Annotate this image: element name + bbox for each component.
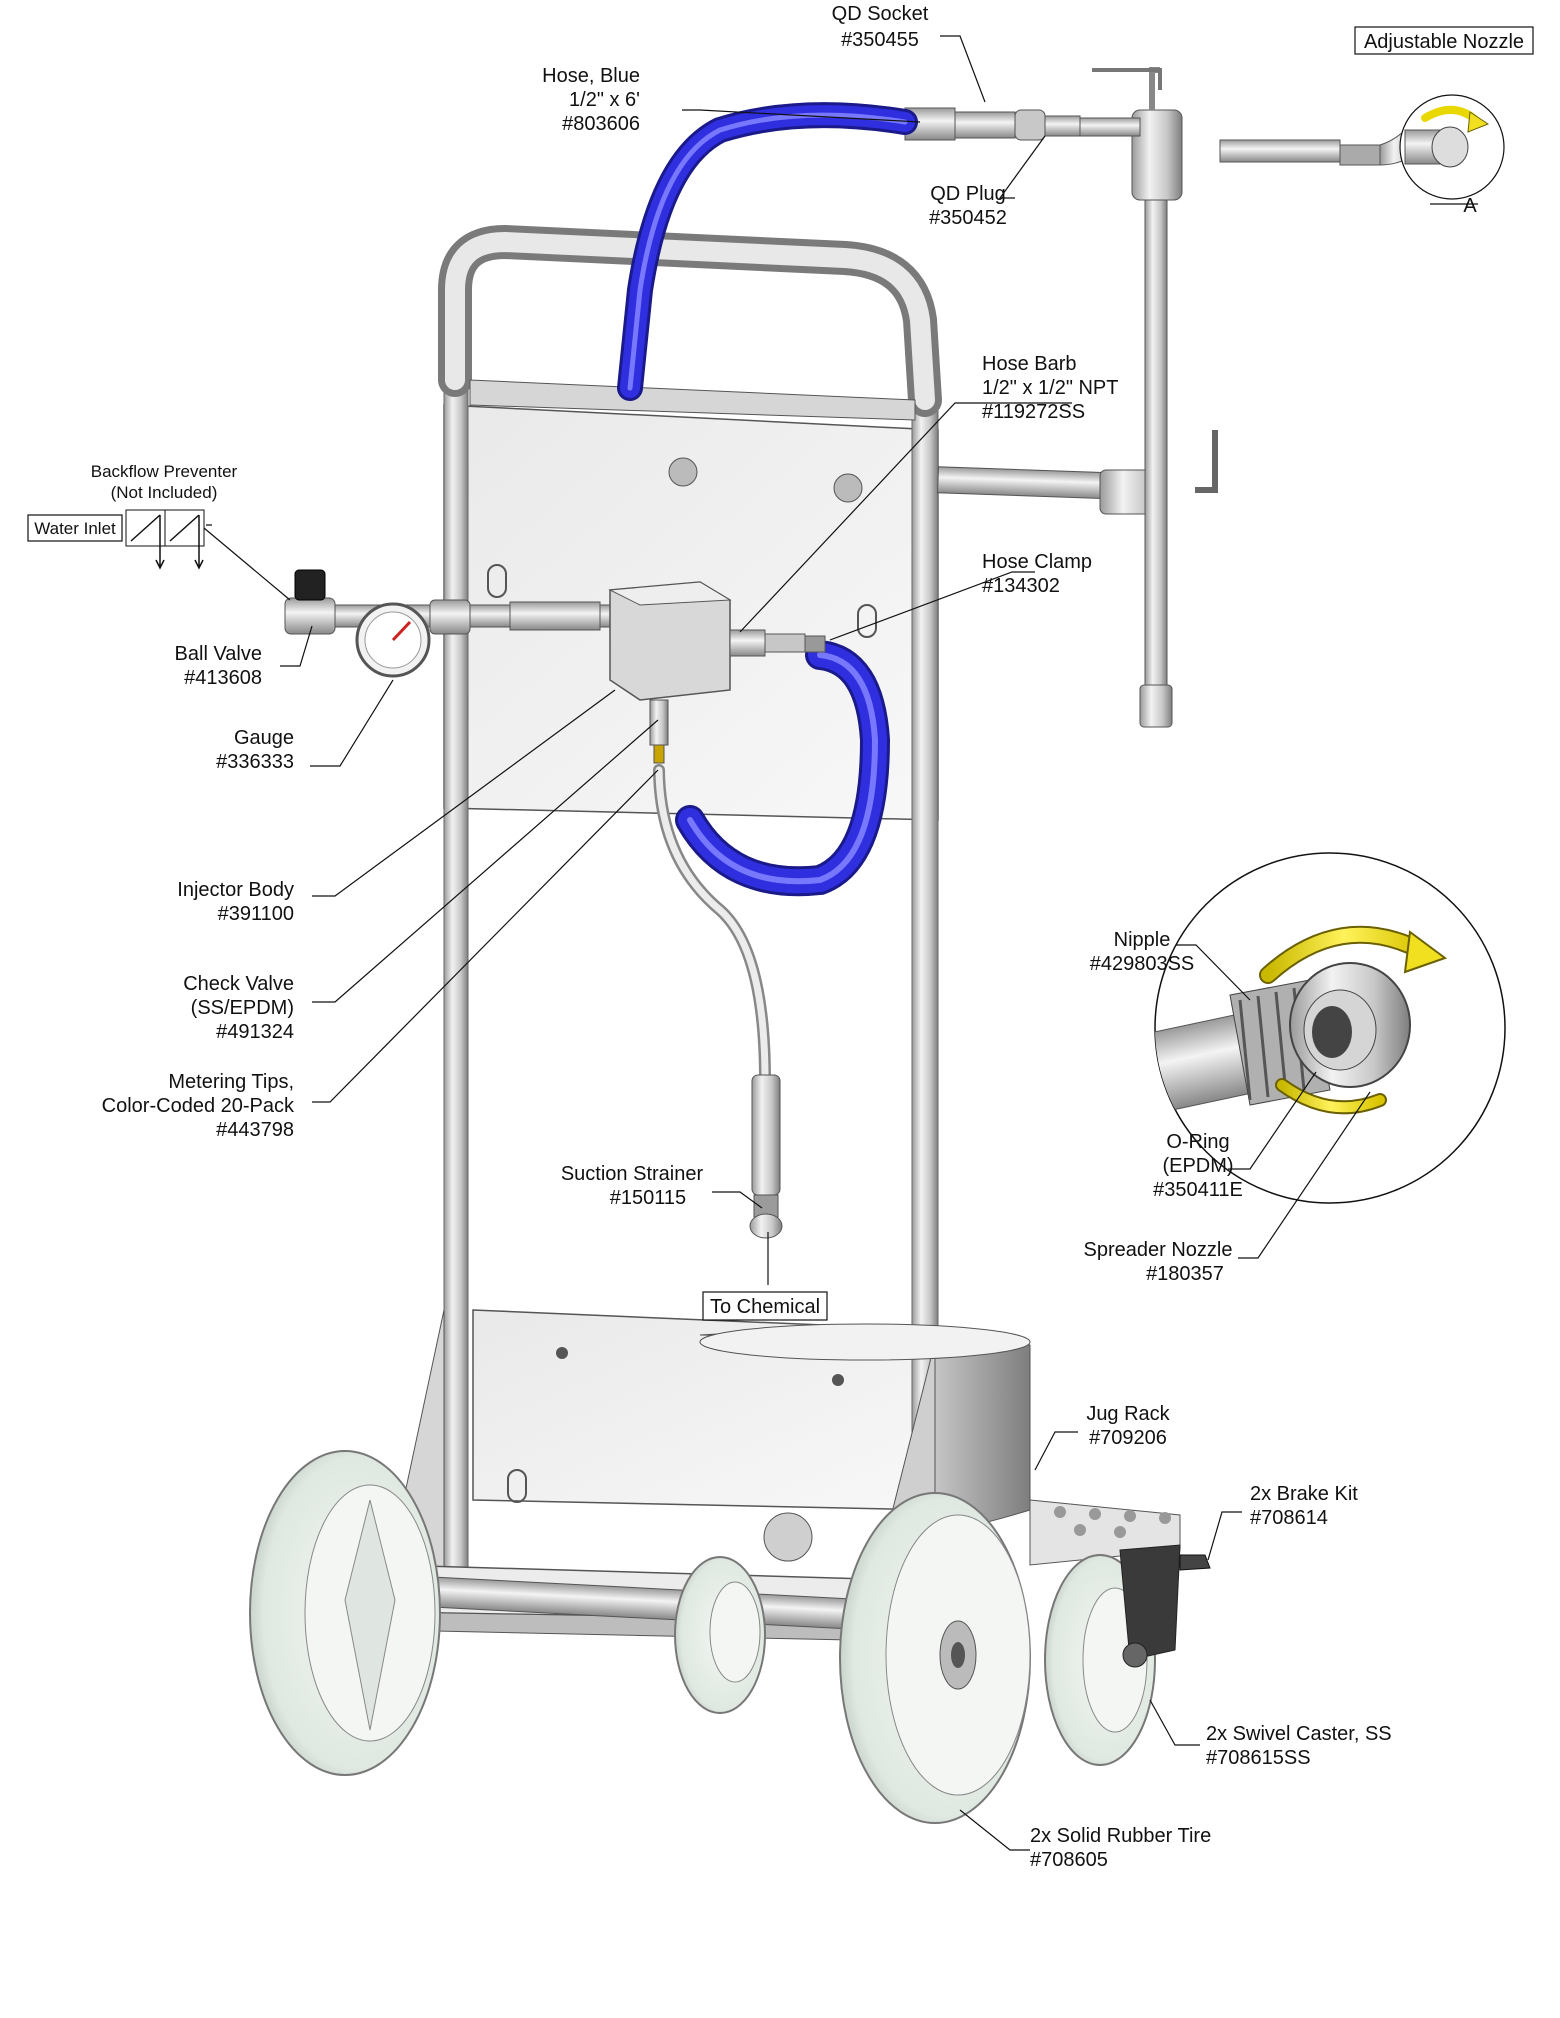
detail-a-circle	[1399, 94, 1505, 205]
rear-inner-wheel	[674, 1556, 766, 1714]
backflow-symbol	[125, 509, 205, 570]
hose-barb-label: Hose Barb	[982, 353, 1077, 375]
to-chemical-box	[702, 1291, 828, 1321]
hose-clamp-label: Hose Clamp	[982, 551, 1092, 573]
water-inlet-box	[27, 514, 123, 542]
metering-tips-line2: Color-Coded 20-Pack	[102, 1095, 295, 1117]
injector-body-label: Injector Body	[177, 879, 294, 901]
swivel-caster	[1044, 1544, 1211, 1766]
gauge-label: Gauge	[234, 727, 294, 749]
check-valve-line1: Check Valve	[183, 973, 294, 995]
backflow-line2: (Not Included)	[111, 483, 218, 502]
rubber-tire-label: 2x Solid Rubber Tire	[1030, 1825, 1211, 1847]
swivel-caster-part: #708615SS	[1206, 1747, 1311, 1769]
nozzle-mount	[937, 67, 1443, 728]
spreader-nozzle-part: #180357	[1146, 1263, 1224, 1285]
backflow-line1: Backflow Preventer	[91, 462, 238, 481]
water-inlet-label: Water Inlet	[34, 519, 116, 538]
nipple-label: Nipple	[1114, 929, 1171, 951]
jug-rack	[699, 1323, 1181, 1566]
o-ring-part: #350411E	[1153, 1179, 1243, 1201]
check-valve-part: #491324	[216, 1021, 294, 1043]
leader-lines	[203, 35, 1371, 1851]
swivel-caster-label: 2x Swivel Caster, SS	[1206, 1723, 1392, 1745]
labels: QD Socket #350455 Adjustable Nozzle Hose…	[27, 3, 1534, 1871]
qd-socket-part: #350455	[841, 29, 919, 51]
hose-barb-part: #119272SS	[982, 401, 1085, 423]
detail-view	[1154, 852, 1506, 1204]
brake-kit-label: 2x Brake Kit	[1250, 1483, 1358, 1505]
jug-rack-label: Jug Rack	[1086, 1403, 1170, 1425]
nipple-part: #429803SS	[1090, 953, 1195, 975]
o-ring-line1: O-Ring	[1166, 1131, 1229, 1153]
ball-valve-part: #413608	[184, 667, 262, 689]
hose-clamp-part: #134302	[982, 575, 1060, 597]
hose-blue-size: 1/2" x 6'	[569, 89, 640, 111]
blue-hoses	[617, 102, 918, 897]
hose-blue-label: Hose, Blue	[542, 65, 640, 87]
injector-body-part: #391100	[218, 903, 294, 925]
adjustable-nozzle-box	[1354, 26, 1534, 55]
o-ring-line2: (EPDM)	[1162, 1155, 1233, 1177]
adjustable-nozzle-label: Adjustable Nozzle	[1364, 31, 1524, 53]
rubber-tire-part: #708605	[1030, 1849, 1108, 1871]
metering-tips-part: #443798	[216, 1119, 294, 1141]
rear-wheel-left	[249, 1450, 441, 1776]
injector-assembly	[284, 569, 826, 1239]
hose-barb-size: 1/2" x 1/2" NPT	[982, 377, 1118, 399]
brake-kit-part: #708614	[1250, 1507, 1328, 1529]
ball-valve-label: Ball Valve	[175, 643, 262, 665]
metering-tips-line1: Metering Tips,	[168, 1071, 294, 1093]
suction-strainer-part: #150115	[610, 1187, 686, 1209]
qd-plug-part: #350452	[929, 207, 1007, 229]
cart-frame	[379, 224, 981, 1641]
check-valve-line2: (SS/EPDM)	[191, 997, 294, 1019]
front-wheel	[839, 1492, 1031, 1824]
quick-disconnect	[904, 107, 1141, 141]
jug-rack-part: #709206	[1089, 1427, 1167, 1449]
qd-socket-label: QD Socket	[832, 3, 929, 25]
qd-plug-label: QD Plug	[930, 183, 1006, 205]
suction-strainer-label: Suction Strainer	[561, 1163, 704, 1185]
hose-blue-part: #803606	[562, 113, 640, 135]
to-chemical-label: To Chemical	[710, 1296, 820, 1318]
gauge-part: #336333	[216, 751, 294, 773]
spreader-nozzle-label: Spreader Nozzle	[1084, 1239, 1233, 1261]
detail-a-label: A	[1463, 195, 1477, 217]
